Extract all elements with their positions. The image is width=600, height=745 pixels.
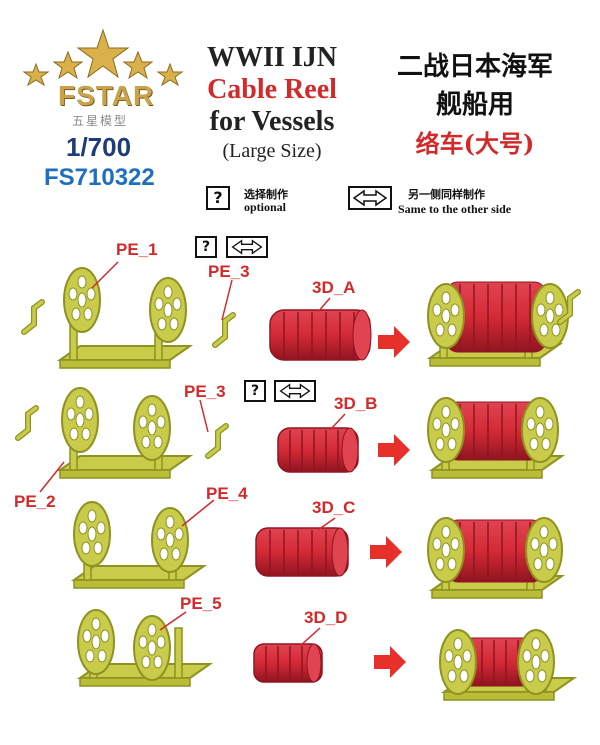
star-icon [52, 50, 84, 80]
title-en-line2: Cable Reel [207, 74, 337, 105]
label-pe3-a: PE_3 [208, 262, 250, 281]
star-icon [156, 62, 184, 87]
reel-assembly-b [427, 397, 563, 479]
optional-symbol-box: ? [206, 186, 230, 210]
drum-3d-c [255, 527, 349, 577]
label-pe5: PE_5 [180, 594, 222, 613]
arrow-icon [374, 646, 406, 678]
title-cn-line2: 舰船用 [435, 90, 514, 120]
pe4-assembly [73, 501, 205, 589]
arrow-icon [378, 326, 410, 358]
brand-cn-text: 五星模型 [72, 114, 129, 128]
star-icon [122, 50, 154, 80]
leader-lines [39, 261, 346, 647]
mirror-cn-label: 另一侧同样制作 [408, 188, 485, 201]
reel-assembly-c [427, 517, 563, 599]
reel-assembly-d [439, 629, 575, 701]
product-code: FS710322 [44, 164, 155, 191]
double-arrow-icon [279, 383, 311, 399]
pe3-crank-a [215, 315, 233, 345]
pe5-assembly [77, 609, 211, 687]
pe3-crank-b [208, 426, 226, 456]
mirror-en-label: Same to the other side [398, 202, 512, 216]
pe2-assembly [18, 387, 191, 479]
pe3-mirror-box [274, 380, 316, 402]
label-pe3-b: PE_3 [184, 382, 226, 401]
title-en-line3: for Vessels [209, 106, 335, 137]
drum-3d-a [269, 309, 372, 361]
label-pe2: PE_2 [14, 492, 56, 511]
logo-stars [22, 28, 184, 87]
label-pe4: PE_4 [206, 484, 248, 503]
label-3d-c: 3D_C [312, 498, 356, 517]
label-pe1: PE_1 [116, 240, 158, 259]
label-3d-d: 3D_D [304, 608, 348, 627]
title-cn-line1: 二战日本海军 [396, 52, 553, 82]
optional-cn-label: 选择制作 [244, 188, 288, 201]
pe1-assembly [24, 267, 191, 369]
scale-text: 1/700 [66, 132, 132, 162]
title-en-line4: (Large Size) [222, 140, 322, 162]
drum-3d-d [253, 643, 323, 683]
brand-logo-text: FSTAR [58, 80, 155, 111]
arrow-icon [378, 434, 410, 466]
label-3d-a: 3D_A [312, 278, 356, 297]
double-arrow-icon [231, 239, 263, 255]
pe3-optional-box: ? [244, 380, 266, 402]
star-icon [22, 62, 50, 87]
mirror-symbol-box [348, 186, 392, 210]
reel-assembly-a [427, 281, 578, 367]
pe1-optional-box: ? [195, 236, 217, 258]
arrow-icon [370, 536, 402, 568]
title-en-line1: WWII IJN [207, 42, 337, 73]
optional-en-label: optional [244, 200, 287, 214]
label-3d-b: 3D_B [334, 394, 378, 413]
star-icon [76, 28, 130, 79]
drum-3d-b [277, 427, 359, 473]
title-cn-line3: 络车(大号) [415, 129, 535, 158]
pe1-mirror-box [226, 236, 268, 258]
double-arrow-icon [352, 189, 388, 207]
